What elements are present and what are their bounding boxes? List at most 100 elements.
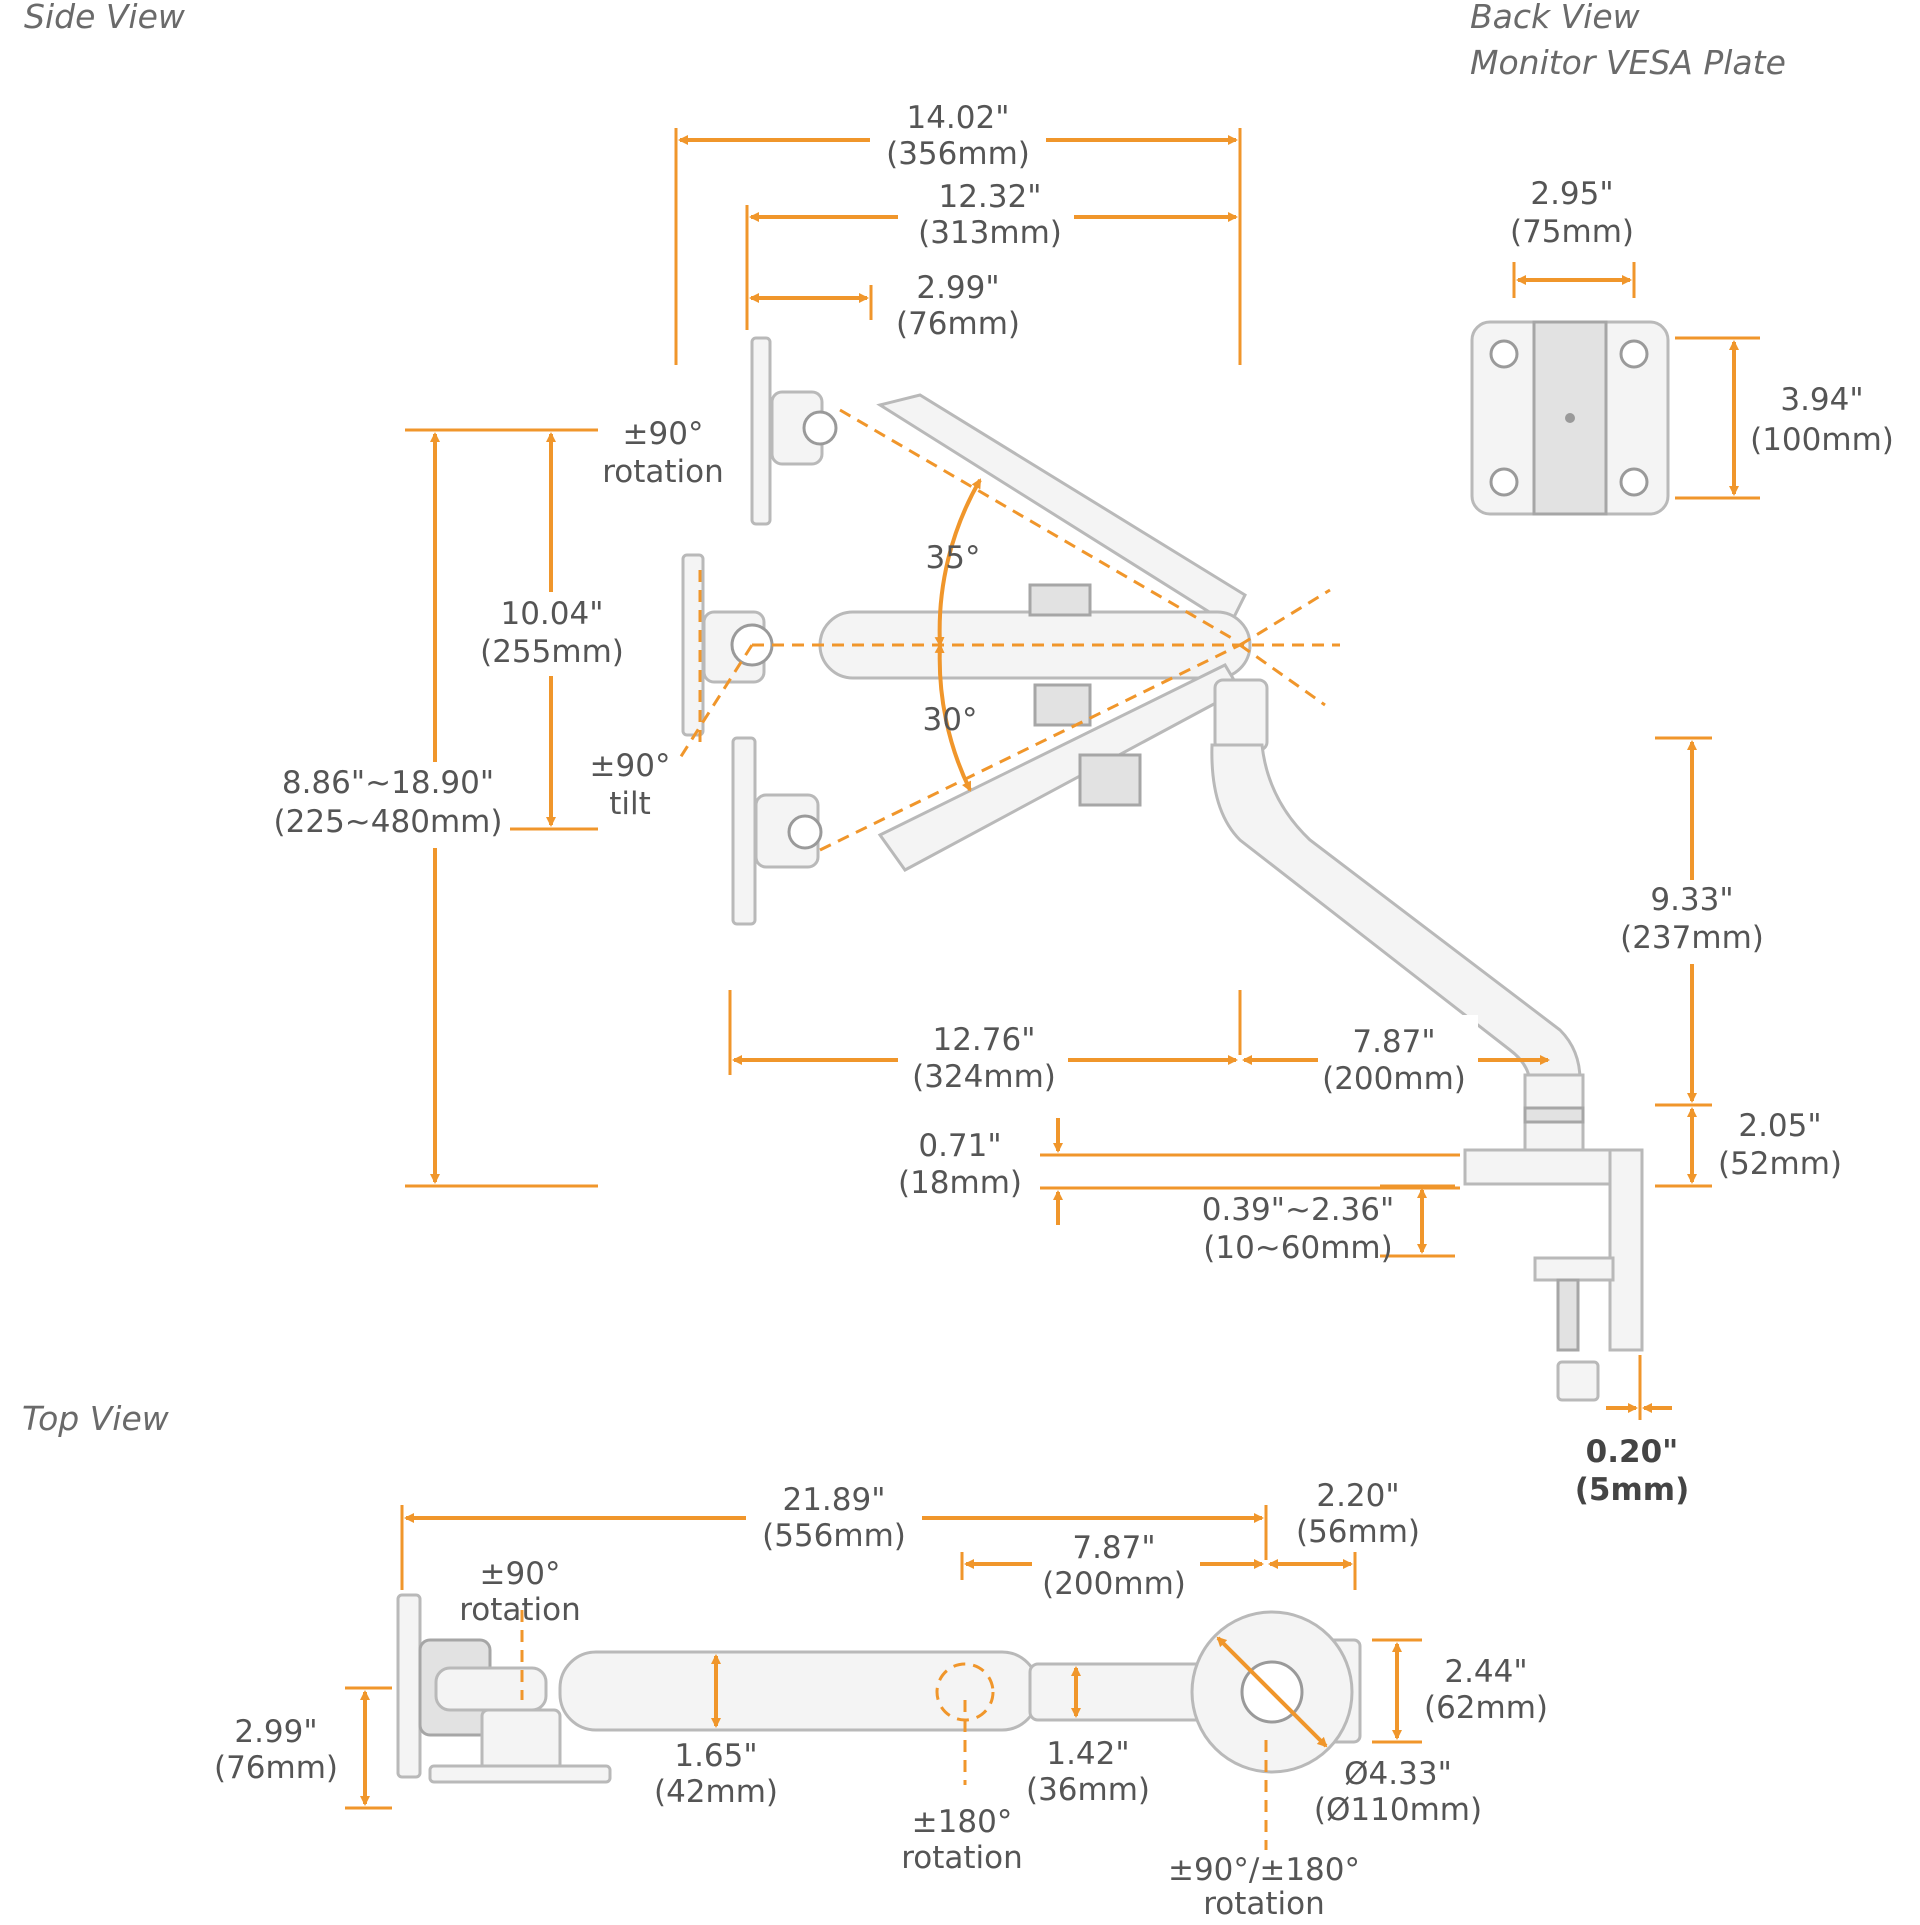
overall-reach-mm: (356mm) bbox=[886, 136, 1030, 172]
upper-monitor-plate bbox=[750, 336, 772, 526]
clamp-offset-mm: (5mm) bbox=[1575, 1472, 1690, 1508]
forearm-reach-inches: 7.87" bbox=[1352, 1024, 1435, 1060]
top-tension-block bbox=[480, 1708, 562, 1772]
overall-length-mm: (556mm) bbox=[762, 1518, 906, 1554]
upper-reach-inches: 12.32" bbox=[938, 179, 1041, 215]
forearm-width-inches: 1.42" bbox=[1046, 1736, 1129, 1772]
head-rotation-label: rotation bbox=[602, 454, 724, 490]
centerline bbox=[678, 644, 754, 759]
top-view-dimensions: 21.89" (556mm) 7.87" (200mm) 2.20" (56mm… bbox=[214, 1478, 1548, 1922]
tilt-up-angle-arc bbox=[934, 478, 982, 647]
mid-rotation-value: ±180° bbox=[912, 1804, 1013, 1840]
clamp-offset-inches: 0.20" bbox=[1586, 1434, 1679, 1470]
tilt-down-angle-arc bbox=[934, 643, 972, 792]
height-range-mm: (225~480mm) bbox=[274, 804, 503, 840]
side-view-arm-illustration bbox=[681, 336, 1644, 1402]
top-head-link bbox=[434, 1666, 548, 1712]
head-depth-inches: 2.99" bbox=[916, 270, 999, 306]
head-rotation-value: ±90° bbox=[623, 416, 704, 452]
overall-reach-inches: 14.02" bbox=[906, 100, 1009, 136]
vesa-width-inches: 2.95" bbox=[1530, 176, 1613, 212]
forearm-width-mm: (36mm) bbox=[1026, 1772, 1150, 1808]
base-height-mm: (52mm) bbox=[1718, 1146, 1842, 1182]
clamp-jaw bbox=[1533, 1256, 1615, 1282]
arm-length-inches: 7.87" bbox=[1072, 1530, 1155, 1566]
base-diameter-mm: (Ø110mm) bbox=[1314, 1792, 1482, 1828]
base-height-inches: 2.05" bbox=[1738, 1108, 1821, 1144]
lower-monitor-plate bbox=[731, 736, 757, 926]
clamp-plate-inches: 0.71" bbox=[918, 1128, 1001, 1164]
base-offset-mm: (56mm) bbox=[1296, 1514, 1420, 1550]
base-diameter-dim-line bbox=[1216, 1636, 1328, 1748]
vesa-height-mm: (100mm) bbox=[1750, 422, 1894, 458]
label-backdrop bbox=[262, 762, 508, 848]
label-backdrop bbox=[1318, 1015, 1478, 1101]
arm-length-mm: (200mm) bbox=[1042, 1566, 1186, 1602]
base-width-inches: 2.44" bbox=[1444, 1654, 1527, 1690]
upper-reach-mm: (313mm) bbox=[918, 215, 1062, 251]
gas-spring-housing bbox=[1028, 583, 1092, 617]
upper-head-pivot bbox=[802, 410, 838, 446]
vesa-hole-top-right bbox=[1619, 339, 1649, 369]
tension-knob bbox=[1078, 753, 1142, 807]
base-rotation-label: rotation bbox=[1203, 1886, 1325, 1920]
back-view-vesa-plate: 2.95" (75mm) 3.94" (100mm) bbox=[1470, 176, 1894, 516]
head-tilt-label: tilt bbox=[609, 786, 651, 822]
upper-arm-width-mm: (42mm) bbox=[654, 1774, 778, 1810]
base-rotation-value: ±90°/±180° bbox=[1168, 1852, 1360, 1888]
label-backdrop bbox=[898, 175, 1074, 257]
head-tilt-value: ±90° bbox=[590, 748, 671, 784]
lower-reach-mm: (324mm) bbox=[912, 1059, 1056, 1095]
side-view-heading: Side View bbox=[24, 0, 186, 36]
plate-width-mm: (76mm) bbox=[214, 1750, 338, 1786]
side-view-dimensions: 14.02" (356mm) 12.32" (313mm) 2.99" (76m… bbox=[262, 95, 1842, 1508]
top-head-rotation-label: rotation bbox=[459, 1592, 581, 1628]
top-monitor-plate bbox=[396, 1593, 422, 1779]
pole-ring bbox=[1523, 1106, 1585, 1124]
pole-height-mm: (237mm) bbox=[1620, 920, 1764, 956]
centerline bbox=[1239, 643, 1326, 707]
top-head-rotation-value: ±90° bbox=[480, 1556, 561, 1592]
clamp-body bbox=[1608, 1148, 1644, 1352]
desk-range-mm: (10~60mm) bbox=[1203, 1230, 1392, 1266]
upper-arm-raised bbox=[876, 393, 1247, 628]
label-backdrop bbox=[898, 1015, 1068, 1101]
head-travel-inches: 10.04" bbox=[500, 596, 603, 632]
plate-width-inches: 2.99" bbox=[234, 1714, 317, 1750]
vesa-center-hole bbox=[1565, 413, 1575, 423]
forearm-reach-mm: (200mm) bbox=[1322, 1061, 1466, 1097]
upper-arm-width-inches: 1.65" bbox=[674, 1738, 757, 1774]
base-offset-inches: 2.20" bbox=[1316, 1478, 1399, 1514]
desk-range-inches: 0.39"~2.36" bbox=[1202, 1192, 1395, 1228]
top-upper-arm bbox=[558, 1650, 1040, 1732]
clamp-plate-mm: (18mm) bbox=[898, 1165, 1022, 1201]
vesa-width-mm: (75mm) bbox=[1510, 214, 1634, 250]
base-width-mm: (62mm) bbox=[1424, 1690, 1548, 1726]
centerline bbox=[1239, 588, 1331, 647]
label-backdrop bbox=[1612, 880, 1772, 964]
head-depth-mm: (76mm) bbox=[896, 306, 1020, 342]
lower-reach-inches: 12.76" bbox=[932, 1022, 1035, 1058]
vesa-plate-heading: Monitor VESA Plate bbox=[1470, 43, 1786, 82]
overall-length-inches: 21.89" bbox=[782, 1482, 885, 1518]
mid-rotation-label: rotation bbox=[901, 1840, 1023, 1876]
label-backdrop bbox=[470, 592, 638, 676]
clamp-knob bbox=[1556, 1360, 1600, 1402]
base-diameter-inches: Ø4.33" bbox=[1344, 1756, 1452, 1792]
label-backdrop bbox=[746, 1480, 922, 1564]
lower-head-pivot bbox=[787, 814, 823, 850]
clamp-screw bbox=[1556, 1278, 1580, 1352]
vesa-height-inches: 3.94" bbox=[1780, 382, 1863, 418]
elbow-joint bbox=[1213, 678, 1269, 752]
tilt-down-angle-value: 30° bbox=[923, 702, 978, 738]
vesa-hole-bottom-left bbox=[1489, 467, 1519, 497]
label-backdrop bbox=[1032, 1525, 1200, 1607]
pole-height-inches: 9.33" bbox=[1650, 882, 1733, 918]
arm-lower-housing bbox=[1033, 683, 1092, 727]
centerline bbox=[839, 408, 1236, 642]
vesa-hole-bottom-right bbox=[1619, 467, 1649, 497]
top-view-heading: Top View bbox=[22, 1399, 170, 1438]
tilt-up-angle-value: 35° bbox=[926, 540, 981, 576]
